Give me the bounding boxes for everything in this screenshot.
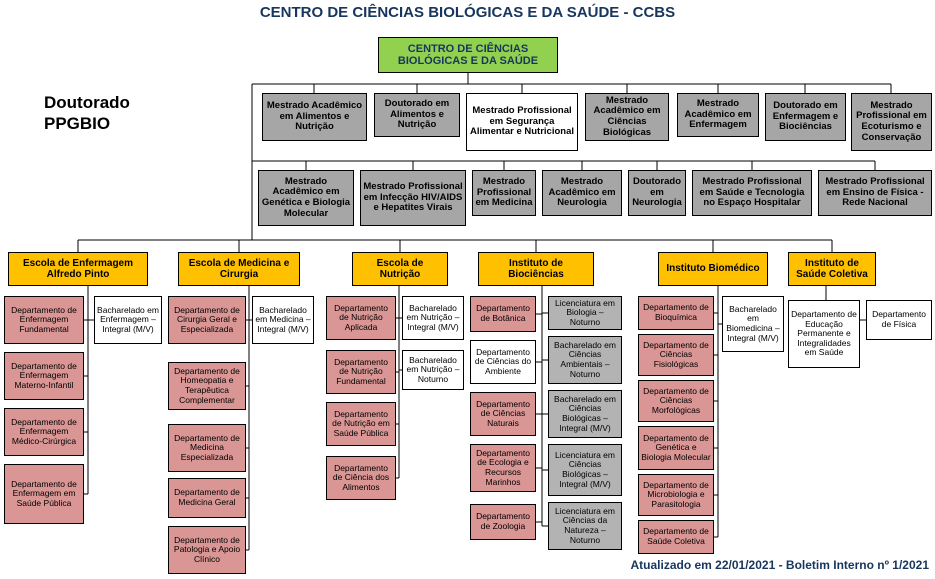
unit-instituto-biociencias: Instituto de Biociências [478, 252, 594, 286]
program-box: Mestrado Acadêmico em Enfermagem [677, 93, 759, 137]
program-box: Mestrado Profissional em Infecção HIV/AI… [360, 170, 466, 226]
course-box: Bacharelado em Biomedicina – Integral (M… [722, 296, 784, 352]
course-box: Bacharelado em Enfermagem – Integral (M/… [94, 296, 162, 344]
footer-note: Atualizado em 22/01/2021 - Boletim Inter… [630, 558, 930, 572]
program-box: Doutorado em Enfermagem e Biociências [765, 93, 846, 141]
unit-escola-nutricao: Escola de Nutrição [352, 252, 448, 286]
program-box: Mestrado Profissional em Ensino de Físic… [818, 170, 932, 216]
course-box: Bacharelado em Nutrição – Noturno [402, 350, 464, 390]
root-node: CENTRO DE CIÊNCIAS BIOLÓGICAS E DA SAÚDE [378, 37, 558, 73]
department-box: Departamento de Enfermagem Médico-Cirúrg… [4, 408, 84, 456]
department-box: Departamento de Educação Permanente e In… [788, 300, 860, 368]
course-box: Licenciatura em Biologia – Noturno [548, 296, 622, 330]
department-box: Departamento de Zoologia [470, 504, 536, 540]
course-box: Licenciatura em Ciências da Natureza – N… [548, 502, 622, 550]
program-box: Mestrado Acadêmico em Genética e Biologi… [258, 170, 354, 226]
department-box: Departamento de Botânica [470, 296, 536, 332]
department-box: Departamento de Patologia e Apoio Clínic… [168, 526, 246, 574]
department-box: Departamento de Ciências do Ambiente [470, 340, 536, 384]
department-box: Departamento de Ciências Morfológicas [638, 380, 714, 422]
unit-instituto-saude-coletiva: Instituto de Saúde Coletiva [788, 252, 876, 286]
unit-escola-medicina: Escola de Medicina e Cirurgia [178, 252, 300, 286]
course-box: Bacharelado em Medicina – Integral (M/V) [252, 296, 314, 344]
course-box: Bacharelado em Ciências Ambientais – Not… [548, 336, 622, 384]
department-box: Departamento de Ciências Naturais [470, 392, 536, 436]
doutorado-ppgbio-label: Doutorado PPGBIO [44, 92, 130, 135]
department-box: Departamento de Genética e Biologia Mole… [638, 426, 714, 470]
department-box: Departamento de Enfermagem em Saúde Públ… [4, 464, 84, 524]
department-box: Departamento de Nutrição em Saúde Públic… [326, 402, 396, 446]
program-box: Mestrado Acadêmico em Neurologia [542, 170, 622, 216]
program-box: Mestrado Acadêmico em Ciências Biológica… [585, 93, 669, 141]
department-box: Departamento de Microbiologia e Parasito… [638, 474, 714, 516]
course-box: Licenciatura em Ciências Biológicas – In… [548, 444, 622, 496]
department-box: Departamento de Enfermagem Materno-Infan… [4, 352, 84, 400]
department-box: Departamento de Bioquímica [638, 296, 714, 330]
department-box: Departamento de Nutrição Aplicada [326, 296, 396, 340]
department-box: Departamento de Saúde Coletiva [638, 520, 714, 554]
program-box: Doutorado em Alimentos e Nutrição [374, 93, 460, 137]
department-box: Departamento de Ciência dos Alimentos [326, 456, 396, 500]
department-box: Departamento de Enfermagem Fundamental [4, 296, 84, 344]
program-box: Doutorado em Neurologia [628, 170, 686, 216]
program-box: Mestrado Profissional em Segurança Alime… [466, 93, 578, 151]
department-box: Departamento de Cirurgia Geral e Especia… [168, 296, 246, 344]
program-box: Mestrado Profissional em Ecoturismo e Co… [851, 93, 932, 151]
side-label-line1: Doutorado [44, 93, 130, 112]
department-box: Departamento de Ecologia e Recursos Mari… [470, 444, 536, 492]
program-box: Mestrado Profissional em Saúde e Tecnolo… [692, 170, 812, 216]
department-box: Departamento de Nutrição Fundamental [326, 350, 396, 394]
department-box: Departamento de Homeopatia e Terapêutica… [168, 362, 246, 410]
side-label-line2: PPGBIO [44, 114, 111, 134]
department-box: Departamento de Ciências Fisiológicas [638, 334, 714, 376]
unit-escola-enfermagem: Escola de Enfermagem Alfredo Pinto [8, 252, 148, 286]
page-title: CENTRO DE CIÊNCIAS BIOLÓGICAS E DA SAÚDE… [259, 4, 676, 21]
unit-instituto-biomedico: Instituto Biomédico [658, 252, 768, 286]
department-box: Departamento de Física [866, 300, 932, 340]
course-box: Bacharelado em Nutrição – Integral (M/V) [402, 296, 464, 340]
department-box: Departamento de Medicina Especializada [168, 424, 246, 472]
program-box: Mestrado Profissional em Medicina [472, 170, 536, 216]
department-box: Departamento de Medicina Geral [168, 478, 246, 518]
program-box: Mestrado Acadêmico em Alimentos e Nutriç… [262, 93, 367, 141]
course-box: Bacharelado em Ciências Biológicas – Int… [548, 390, 622, 438]
